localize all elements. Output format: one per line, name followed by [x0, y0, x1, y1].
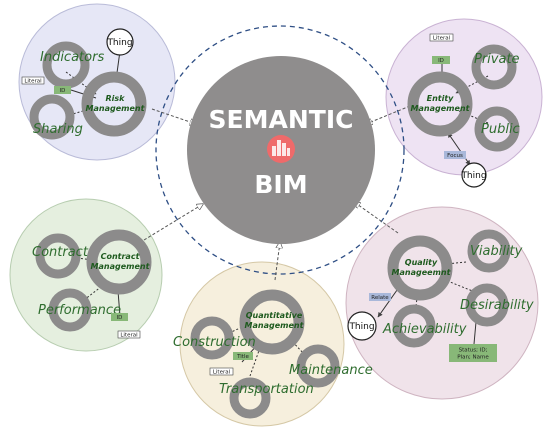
risk-literal-box [21, 76, 45, 85]
dashed-orbit [155, 25, 405, 275]
city-skyline-icon [272, 140, 290, 156]
contract-main-node [86, 229, 152, 295]
risk-sharing-node [29, 94, 75, 140]
quantitative-management-group: Construction Transportation Maintenance … [173, 289, 373, 419]
quantitative-literal-text: Literal [213, 370, 231, 376]
contract-id-box [111, 313, 128, 321]
quality-desirability-label: Desirability [460, 298, 534, 313]
entity-thing-node [461, 162, 487, 188]
connector-quantitative [274, 242, 280, 281]
quantitative-maintenance-label: Maintenance [289, 363, 373, 378]
quantitative-literal-box [209, 367, 234, 376]
quantitative-title-box [233, 352, 253, 360]
entity-main-node [407, 71, 473, 137]
contract-performance-node [48, 288, 92, 332]
entity-literal-text: Literal [433, 36, 451, 42]
contract-contract-node [35, 233, 81, 279]
quality-desirability-node [465, 283, 509, 327]
quantitative-title-2: Management [245, 321, 305, 330]
quality-management-group: Thing Viability Desirability Achievabili… [347, 229, 534, 362]
entity-public-node [474, 106, 520, 152]
quality-achievability-label: Achievability [382, 322, 467, 337]
risk-title-2: Management [86, 104, 146, 113]
quantitative-transportation-node [229, 377, 271, 419]
quantitative-construction-node [190, 316, 234, 360]
contract-id-text: ID [117, 315, 123, 321]
quality-thing-label: Thing [348, 322, 374, 332]
quantitative-maintenance-node [296, 344, 340, 388]
quality-viability-node [467, 229, 511, 273]
quantitative-main-node [239, 289, 305, 355]
risk-indicators-node [42, 41, 90, 89]
contract-title-2: Management [91, 262, 151, 271]
quality-status-line1: Status; ID; [459, 348, 488, 354]
contract-performance-label: Performance [38, 303, 121, 318]
quantitative-transportation-label: Transportation [219, 382, 314, 397]
risk-main-node [81, 71, 147, 137]
entity-private-node [471, 44, 517, 90]
entity-management-group: Thing Private Public Entity Management L… [407, 33, 520, 188]
risk-indicators-label: Indicators [40, 50, 104, 65]
risk-thing-node [106, 28, 134, 56]
quality-main-node [387, 235, 453, 301]
quality-relate-text: Relate [371, 295, 389, 301]
connector-risk [151, 108, 196, 124]
risk-thing-label: Thing [106, 38, 132, 48]
quality-relate-box [369, 293, 391, 301]
quality-thing-node [347, 311, 377, 341]
contract-literal-box [117, 330, 141, 339]
contract-management-group: Contract Performance Contract Management… [32, 229, 152, 339]
entity-title-1: Entity [427, 94, 455, 103]
quantitative-title-1: Quantitative [246, 311, 303, 320]
connector-quality [354, 202, 399, 234]
risk-id-text: ID [60, 88, 66, 94]
quantitative-construction-label: Construction [173, 335, 256, 350]
entity-thing-label: Thing [460, 171, 486, 181]
contract-title-1: Contract [101, 252, 141, 261]
quality-viability-label: Viability [470, 244, 523, 259]
connector-contract [143, 204, 203, 241]
risk-sharing-label: Sharing [33, 122, 83, 137]
quality-title-2: Manageemnt [392, 268, 452, 277]
quality-achievability-node [392, 304, 436, 348]
quality-status-line2: Plan; Name [457, 355, 489, 361]
entity-focus-text: Focus [447, 153, 463, 159]
entity-public-label: Public [481, 122, 520, 137]
quality-title-1: Quality [405, 258, 438, 267]
risk-literal-text: Literal [24, 79, 42, 85]
contract-contract-label: Contract [32, 245, 89, 260]
entity-id-text: ID [438, 58, 444, 64]
contract-literal-text: Literal [120, 333, 138, 339]
risk-management-group: Thing Indicators Sharing Risk Management… [21, 28, 147, 140]
entity-title-2: Management [411, 104, 471, 113]
entity-literal-box [429, 33, 454, 42]
connector-entity [366, 105, 411, 124]
entity-id-box [432, 56, 450, 64]
hub-title-line1: SEMANTIC [209, 105, 354, 134]
entity-focus-box [444, 151, 466, 159]
entity-private-label: Private [474, 52, 520, 67]
hub-title-line2: BIM [254, 170, 307, 199]
quality-status-box [449, 344, 497, 362]
risk-title-1: Risk [106, 94, 126, 103]
quantitative-title-box-text: Title [236, 354, 249, 360]
risk-id-box [54, 86, 71, 94]
